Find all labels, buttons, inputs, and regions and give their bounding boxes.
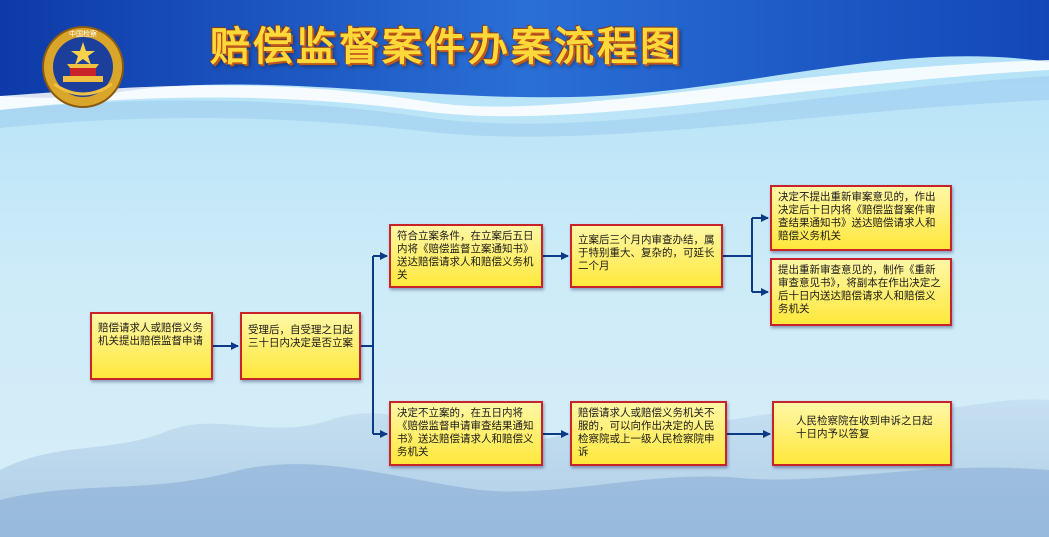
node-review-text: 立案后三个月内审查办结，属于特别重大、复杂的，可延长二个月 xyxy=(578,234,715,272)
procuratorate-emblem-icon: 中国检察 xyxy=(42,26,124,108)
node-reexam-text: 提出重新审查意见的，制作《重新审查意见书》，将副本在作出决定之后十日内送达赔偿请… xyxy=(778,264,941,315)
node-start: 赔偿请求人或赔偿义务机关提出赔偿监督申请 xyxy=(90,312,213,380)
node-file-case-text: 符合立案条件，在立案后五日内将《赔偿监督立案通知书》送达赔偿请求人和赔偿义务机关 xyxy=(397,230,534,281)
node-reexam: 提出重新审查意见的，制作《重新审查意见书》，将副本在作出决定之后十日内送达赔偿请… xyxy=(770,258,952,326)
page-title: 赔偿监督案件办案流程图 xyxy=(210,24,683,70)
emblem-text: 中国检察 xyxy=(69,29,97,38)
node-not-file-text: 决定不立案的，在五日内将《赔偿监督申请审查结果通知书》送达赔偿请求人和赔偿义务机… xyxy=(397,407,534,458)
node-appeal: 赔偿请求人或赔偿义务机关不服的，可以向作出决定的人民检察院或上一级人民检察院申诉 xyxy=(570,401,727,466)
node-file-case: 符合立案条件，在立案后五日内将《赔偿监督立案通知书》送达赔偿请求人和赔偿义务机关 xyxy=(389,224,543,288)
node-no-reexam-text: 决定不提出重新审案意见的，作出决定后十日内将《赔偿监督案件审查结果通知书》送达赔… xyxy=(778,191,936,242)
node-accept-text: 受理后，自受理之日起三十日内决定是否立案 xyxy=(248,324,353,349)
node-start-text: 赔偿请求人或赔偿义务机关提出赔偿监督申请 xyxy=(98,322,203,347)
node-not-file: 决定不立案的，在五日内将《赔偿监督申请审查结果通知书》送达赔偿请求人和赔偿义务机… xyxy=(389,401,543,466)
node-review: 立案后三个月内审查办结，属于特别重大、复杂的，可延长二个月 xyxy=(570,224,723,288)
node-reply: 人民检察院在收到申诉之日起十日内予以答复 xyxy=(772,401,952,466)
node-appeal-text: 赔偿请求人或赔偿义务机关不服的，可以向作出决定的人民检察院或上一级人民检察院申诉 xyxy=(578,407,715,458)
node-accept: 受理后，自受理之日起三十日内决定是否立案 xyxy=(240,312,361,380)
node-no-reexam: 决定不提出重新审案意见的，作出决定后十日内将《赔偿监督案件审查结果通知书》送达赔… xyxy=(770,185,952,251)
node-reply-text: 人民检察院在收到申诉之日起十日内予以答复 xyxy=(796,415,933,440)
